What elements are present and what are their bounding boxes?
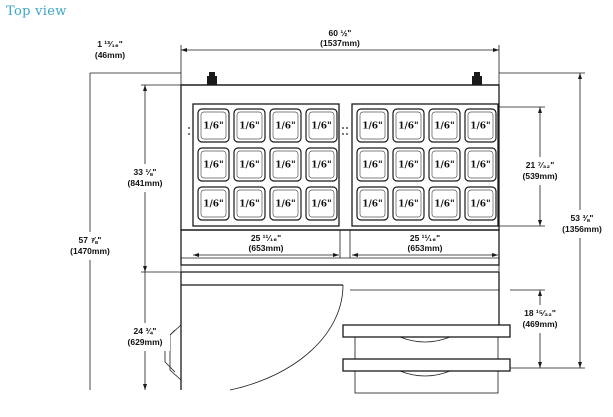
- pan-left-2-2: 1/6": [269, 186, 302, 221]
- pan-label: 1/6": [275, 200, 296, 210]
- pan-left-2-0: 1/6": [197, 186, 230, 221]
- pan-label: 1/6": [398, 161, 419, 171]
- svg-text:(653mm): (653mm): [249, 243, 284, 253]
- pan-label: 1/6": [434, 122, 455, 132]
- svg-text:(1470mm): (1470mm): [70, 246, 110, 256]
- pan-label: 1/6": [239, 122, 260, 132]
- left-rail-ticks: [188, 127, 348, 135]
- door-swing: [164, 284, 344, 391]
- svg-text:(653mm): (653mm): [408, 243, 443, 253]
- pan-label: 1/6": [470, 122, 491, 132]
- pan-label: 1/6": [311, 200, 332, 210]
- svg-text:25 ¹¹⁄₁₆": 25 ¹¹⁄₁₆": [410, 233, 440, 243]
- svg-text:24 ¾": 24 ¾": [134, 326, 157, 336]
- pan-left-2-3: 1/6": [305, 186, 338, 221]
- right-well-dimension: 25 ¹¹⁄₁₆" (653mm): [352, 233, 498, 257]
- pan-label: 1/6": [470, 161, 491, 171]
- pan-left-1-0: 1/6": [197, 147, 230, 182]
- pan-left-0-3: 1/6": [305, 108, 338, 143]
- pan-label: 1/6": [203, 200, 224, 210]
- pan-label: 1/6": [362, 122, 383, 132]
- pan-left-2-1: 1/6": [233, 186, 266, 221]
- side-offset-dimension: 1 ¹³⁄₁₆" (46mm): [89, 39, 181, 390]
- pan-right-1-0: 1/6": [356, 147, 389, 182]
- pan-label: 1/6": [470, 200, 491, 210]
- pan-right-0-2: 1/6": [428, 108, 461, 143]
- pan-grid: 1/6" 1/6" 1/6" 1/6" 1/6" 1/6" 1/6" 1/6" 1/6" 1/6"…: [197, 108, 497, 221]
- pan-right-2-2: 1/6": [428, 186, 461, 221]
- pan-label: 1/6": [203, 161, 224, 171]
- svg-text:(1356mm): (1356mm): [562, 224, 602, 234]
- pan-label: 1/6": [362, 200, 383, 210]
- pan-left-1-2: 1/6": [269, 147, 302, 182]
- overall-width-dimension: 60 ½" (1537mm): [180, 28, 500, 85]
- svg-text:(469mm): (469mm): [523, 319, 558, 329]
- svg-text:57 ⅞": 57 ⅞": [79, 235, 102, 245]
- svg-text:21 ⁷⁄₃₂": 21 ⁷⁄₃₂": [526, 160, 554, 170]
- pan-right-1-2: 1/6": [428, 147, 461, 182]
- drawers: [342, 289, 511, 394]
- pan-right-2-0: 1/6": [356, 186, 389, 221]
- pan-label: 1/6": [239, 200, 260, 210]
- pan-right-2-3: 1/6": [464, 186, 497, 221]
- pan-left-1-3: 1/6": [305, 147, 338, 182]
- pan-label: 1/6": [434, 200, 455, 210]
- pan-label: 1/6": [275, 122, 296, 132]
- svg-text:53 ⅜": 53 ⅜": [571, 213, 594, 223]
- well-depth-dimension: 21 ⁷⁄₃₂" (539mm): [498, 106, 565, 227]
- pan-right-0-0: 1/6": [356, 108, 389, 143]
- svg-text:60 ½": 60 ½": [329, 28, 352, 38]
- pan-right-1-3: 1/6": [464, 147, 497, 182]
- total-depth-dimension: 57 ⅞" (1470mm): [66, 232, 116, 260]
- door-depth-dimension: 24 ¾" (629mm): [120, 272, 170, 390]
- pan-label: 1/6": [239, 161, 260, 171]
- view-title: Top view: [6, 4, 67, 19]
- pan-label: 1/6": [398, 122, 419, 132]
- pan-left-1-1: 1/6": [233, 147, 266, 182]
- pan-label: 1/6": [311, 122, 332, 132]
- svg-text:(1537mm): (1537mm): [320, 38, 360, 48]
- pan-label: 1/6": [362, 161, 383, 171]
- right-pan-well: [351, 103, 499, 227]
- left-well-dimension: 25 ¹¹⁄₁₆" (653mm): [193, 233, 339, 257]
- pan-right-0-3: 1/6": [464, 108, 497, 143]
- pan-label: 1/6": [398, 200, 419, 210]
- pan-label: 1/6": [434, 161, 455, 171]
- svg-text:33 ⅛": 33 ⅛": [134, 167, 157, 177]
- svg-text:18 ¹⁵⁄₃₂": 18 ¹⁵⁄₃₂": [524, 308, 556, 318]
- pan-left-0-1: 1/6": [233, 108, 266, 143]
- svg-text:(46mm): (46mm): [95, 50, 125, 60]
- svg-text:(841mm): (841mm): [128, 178, 163, 188]
- svg-text:25 ¹¹⁄₁₆": 25 ¹¹⁄₁₆": [251, 233, 281, 243]
- right-knob-icon: [472, 72, 482, 85]
- pan-label: 1/6": [275, 161, 296, 171]
- pan-right-1-1: 1/6": [392, 147, 425, 182]
- top-depth-dimension: 33 ⅛" (841mm): [120, 84, 181, 273]
- right-total-dimension: 53 ⅜" (1356mm): [499, 72, 611, 369]
- left-knob-icon: [207, 72, 217, 85]
- pan-left-0-2: 1/6": [269, 108, 302, 143]
- left-pan-well: [192, 103, 340, 227]
- pan-right-2-1: 1/6": [392, 186, 425, 221]
- svg-text:1 ¹³⁄₁₆": 1 ¹³⁄₁₆": [97, 39, 123, 49]
- pan-right-0-1: 1/6": [392, 108, 425, 143]
- svg-text:(539mm): (539mm): [523, 171, 558, 181]
- pan-label: 1/6": [311, 161, 332, 171]
- pan-label: 1/6": [203, 122, 224, 132]
- pan-left-0-0: 1/6": [197, 108, 230, 143]
- svg-text:(629mm): (629mm): [128, 337, 163, 347]
- drawer-depth-dimension: 18 ¹⁵⁄₃₂" (469mm): [510, 289, 565, 368]
